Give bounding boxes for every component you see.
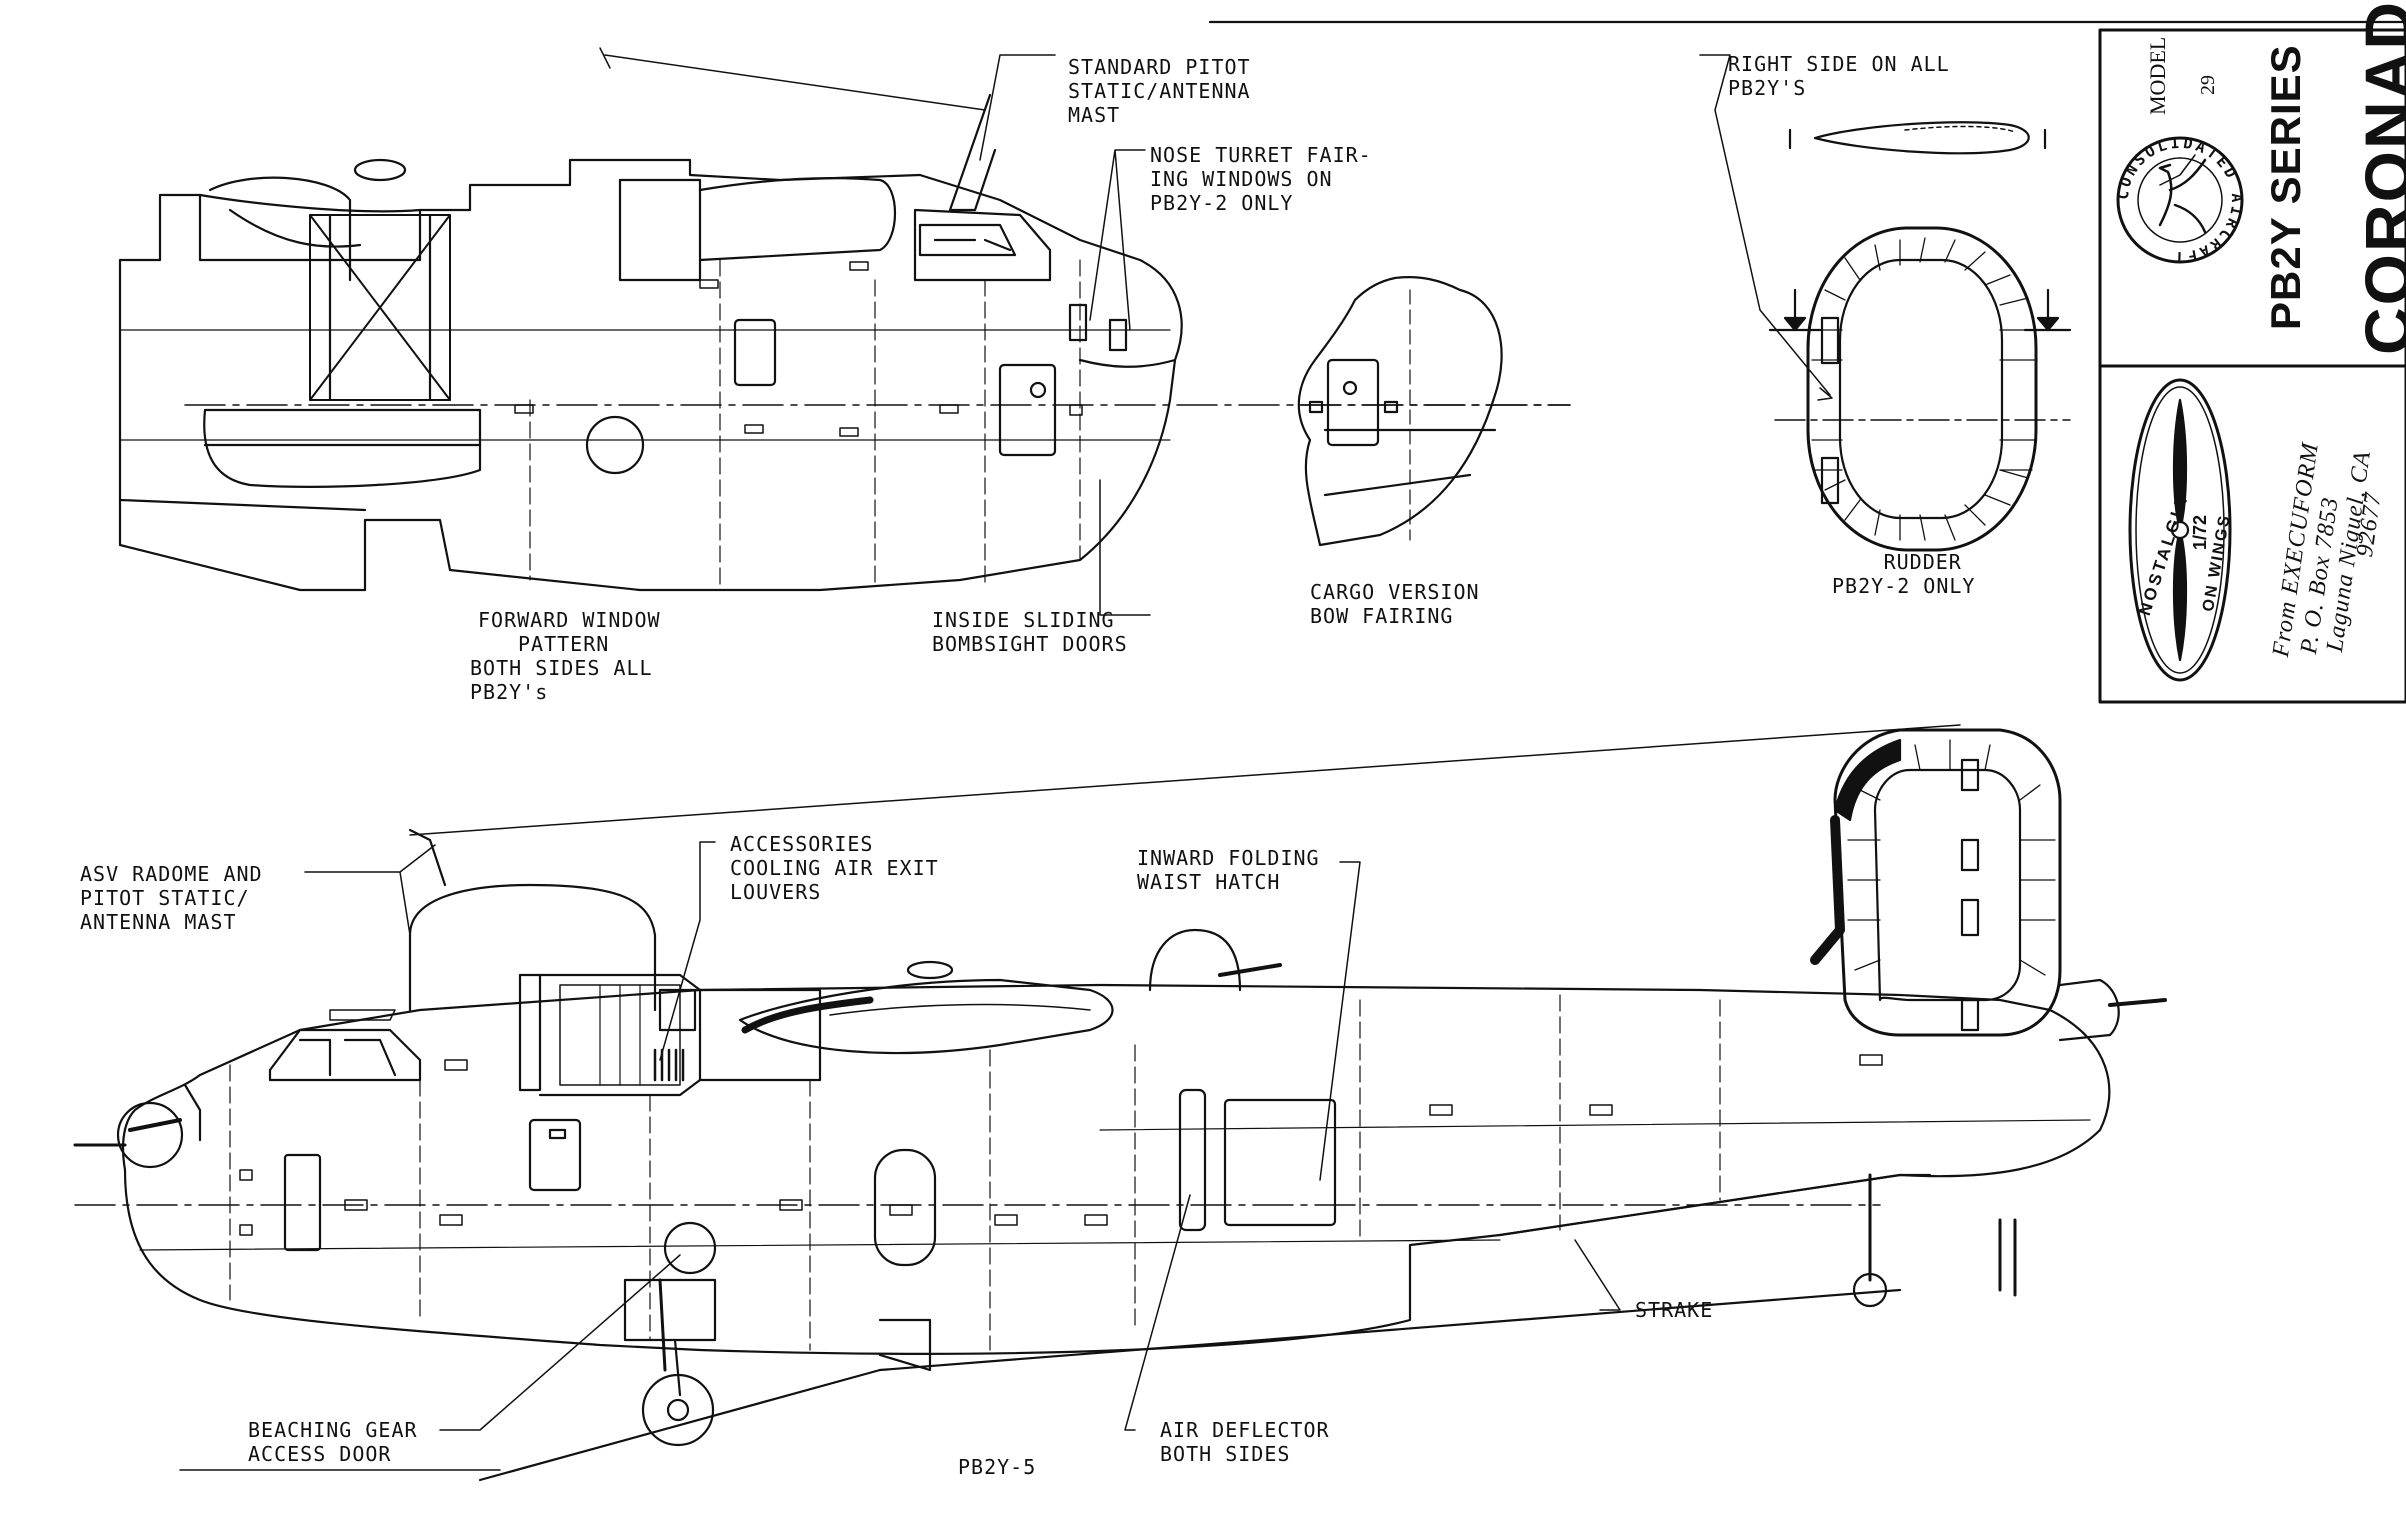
down-arrow-icon xyxy=(1783,316,1807,332)
nostalgia-badge xyxy=(2128,378,2232,682)
cargo-bow-fairing xyxy=(1297,276,1571,547)
forward-hull-view xyxy=(118,47,1571,592)
title-block xyxy=(2098,28,2406,704)
louvers xyxy=(653,1048,685,1082)
down-arrow-icon xyxy=(2036,316,2060,332)
svg-text:CONSOLIDATED AIRCRAFT: CONSOLIDATED AIRCRAFT xyxy=(2114,134,2246,266)
logo-ring-textpath: CONSOLIDATED AIRCRAFT xyxy=(2114,134,2243,266)
label-variant: PB2Y-5 xyxy=(958,1455,1037,1479)
propeller-icon xyxy=(2170,398,2190,662)
consolidated-logo xyxy=(2116,136,2244,264)
rudder-detail xyxy=(1699,54,2072,552)
pb2y5-side-view xyxy=(73,54,2167,1482)
label-strake: STRAKE xyxy=(1635,1298,1714,1322)
eagle-icon xyxy=(2158,154,2207,234)
